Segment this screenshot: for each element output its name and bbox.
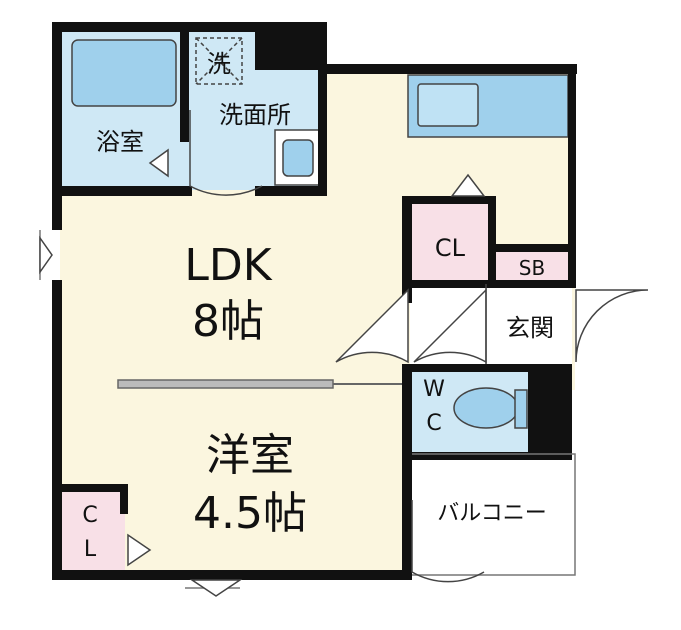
wall-top-right xyxy=(322,64,577,74)
laundry-pan xyxy=(195,37,243,85)
wall-cl-left xyxy=(402,196,412,288)
entrance-door xyxy=(575,289,649,363)
closet-bed-marker xyxy=(127,533,152,567)
bottom-window-marker xyxy=(189,579,243,597)
wall-wash-bottom xyxy=(255,186,327,196)
kitchen-sink xyxy=(417,83,479,127)
sliding-partition xyxy=(117,379,334,389)
wall-wc-block xyxy=(528,364,572,460)
balcony-label: バルコニー xyxy=(437,501,547,526)
shoebox-floor xyxy=(494,250,572,284)
wall-sb-right xyxy=(568,244,576,288)
wall-cl-right xyxy=(488,196,496,288)
toilet-label-1: W xyxy=(423,377,445,402)
washroom-label: 洗面所 xyxy=(219,101,291,129)
closet-ldk-label: CL xyxy=(435,234,466,262)
wall-wc-left xyxy=(402,364,412,460)
wall-closet-top xyxy=(52,484,127,492)
wall-left-bath xyxy=(52,22,62,197)
washroom-door xyxy=(189,110,263,196)
wall-left-ldk xyxy=(52,190,62,230)
wall-cl-top xyxy=(402,196,494,204)
wall-wash-right xyxy=(318,64,327,196)
doors xyxy=(39,110,649,597)
wall-bedroom-right xyxy=(402,452,412,580)
toilet-bowl xyxy=(453,387,519,429)
bedroom-name: 洋室 xyxy=(206,430,294,481)
wall-bath-bottom xyxy=(52,186,192,196)
wall-bottom xyxy=(52,570,412,580)
fixtures xyxy=(71,37,569,429)
shoebox-label: SB xyxy=(519,256,545,280)
ldk-window-marker xyxy=(39,235,53,275)
kitchen-marker xyxy=(450,173,486,197)
wall-right-kitchen xyxy=(568,64,576,249)
laundry-label: 洗 xyxy=(207,50,231,78)
balcony-door xyxy=(411,500,485,583)
ldk-door-2 xyxy=(413,288,487,364)
balcony-floor xyxy=(410,454,575,573)
laundry-diagonal-2 xyxy=(195,37,243,85)
closet-bed-label-1: C xyxy=(82,503,97,528)
wall-closet-right xyxy=(120,484,128,514)
wall-sb-top xyxy=(488,244,576,252)
bath-label: 浴室 xyxy=(96,128,144,156)
wall-top-left xyxy=(52,22,327,32)
bath-door-marker xyxy=(148,148,169,178)
closet-bed-label-2: L xyxy=(84,537,97,562)
wall-cl-bottom xyxy=(402,280,572,288)
toilet-label-2: C xyxy=(426,411,441,436)
labels: LDK 8帖 洋室 4.5帖 浴室 洗面所 洗 CL SB 玄関 W C C L… xyxy=(82,50,554,562)
wall-block-top xyxy=(255,22,327,70)
laundry-diagonal xyxy=(195,37,243,85)
wall-bath-wash xyxy=(180,22,189,142)
bathtub xyxy=(71,39,177,107)
ldk-name: LDK xyxy=(184,240,272,291)
washbasin-bowl xyxy=(282,139,314,177)
closet-ldk-floor xyxy=(410,198,492,284)
ldk-door-1 xyxy=(335,288,409,364)
entrance-label: 玄関 xyxy=(506,314,554,342)
wall-wc-bottom xyxy=(402,452,572,460)
walls xyxy=(52,22,577,580)
balcony-rail xyxy=(412,453,576,576)
wall-entrance-bottom xyxy=(402,364,572,372)
closet-bed-floor xyxy=(60,488,125,573)
wall-left-ldk-2 xyxy=(52,280,62,580)
toilet-tank xyxy=(514,389,528,429)
ldk-size: 8帖 xyxy=(192,296,264,347)
bedroom-size: 4.5帖 xyxy=(193,488,307,539)
